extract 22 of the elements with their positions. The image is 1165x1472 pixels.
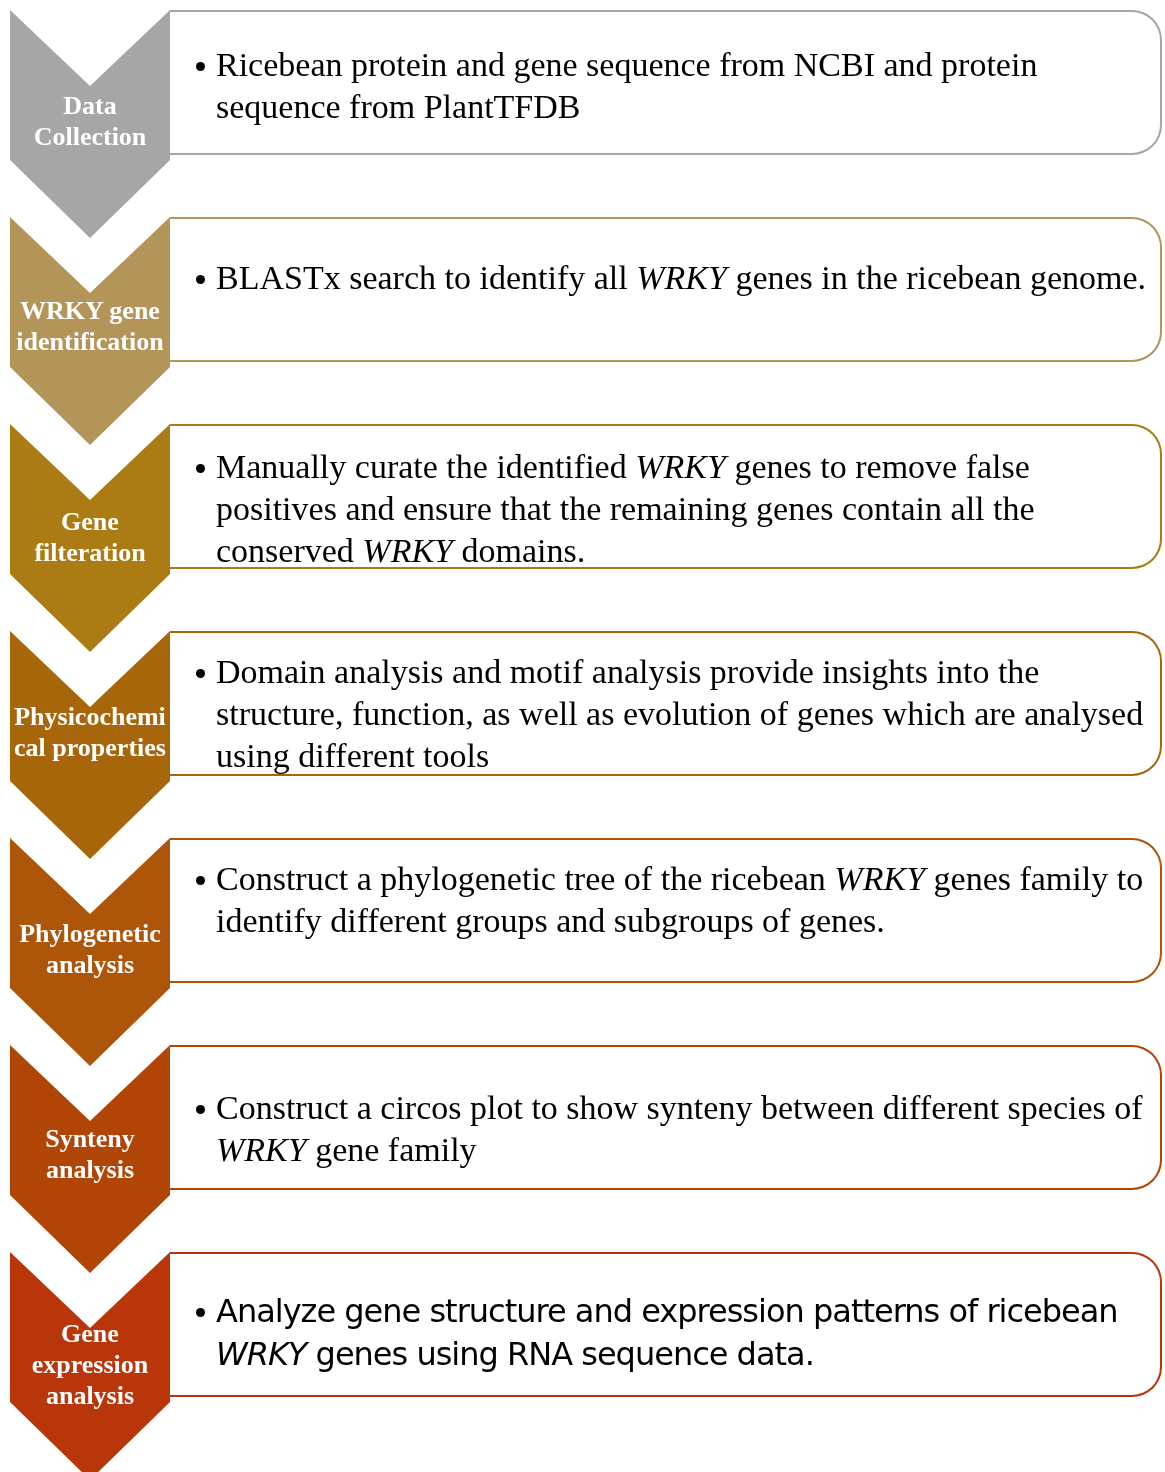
text-panel — [170, 631, 1162, 776]
step-description: Manually curate the identified WRKY genes to remove false positives and ensure that the remaining genes contain all the conserved WRKY domains. — [216, 447, 1036, 571]
step-description: Analyze gene structure and expression patterns of ricebean WRKY genes using RNA sequence data. — [216, 1291, 1119, 1375]
stage-label: WRKY gene identification — [15, 295, 165, 357]
stage-label: Gene expression analysis — [30, 1318, 150, 1411]
step-description: Construct a phylogenetic tree of the ricebean WRKY genes family to identify different groups and subgroups of genes. — [216, 859, 1145, 941]
text-panel — [170, 838, 1162, 983]
stage-label: Data Collection — [32, 90, 148, 152]
step-description: BLASTx search to identify all WRKY genes in the ricebean genome. — [216, 258, 1148, 298]
step-description: Domain analysis and motif analysis provide insights into the structure, function, as well as evolution of genes which are analysed using different tools — [216, 652, 1145, 776]
chevron-shape — [10, 1252, 170, 1472]
stage-label: Physicochemical properties — [13, 701, 167, 763]
stage-label: Gene filteration — [33, 506, 147, 568]
text-panel — [170, 217, 1162, 362]
step-description: Ricebean protein and gene sequence from NCBI and protein sequence from PlantTFDB — [216, 45, 1039, 127]
step-description: Construct a circos plot to show synteny between different species of WRKY gene family — [216, 1088, 1144, 1170]
text-panel — [170, 10, 1162, 155]
text-panel — [170, 1045, 1162, 1190]
text-panel — [170, 424, 1162, 569]
stage-label: Synteny analysis — [44, 1123, 136, 1185]
text-panel — [170, 1252, 1162, 1397]
stage-label: Phylogenetic analysis — [18, 918, 162, 980]
